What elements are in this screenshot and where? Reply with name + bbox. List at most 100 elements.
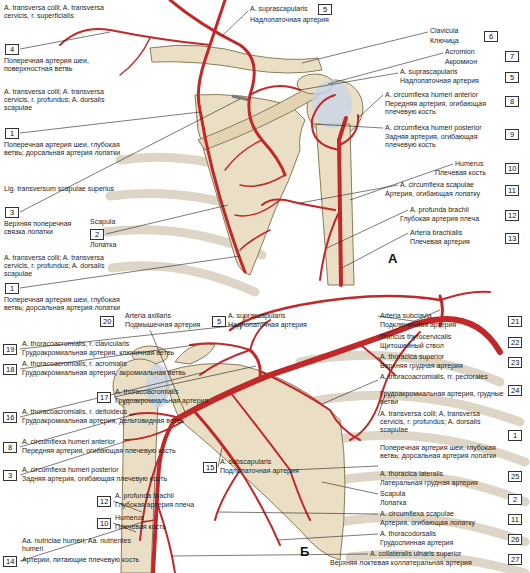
callout-number: 10: [508, 164, 516, 173]
callout-number: 7: [508, 52, 516, 61]
ligament: [232, 96, 250, 100]
callout-box: 11: [508, 514, 522, 525]
callout-box: 18: [3, 364, 17, 375]
callout-number: 3: [8, 208, 16, 217]
callout-box: 1: [5, 128, 19, 139]
callout-box: 4: [5, 44, 19, 55]
callout-number: 14: [6, 557, 14, 566]
part-label: Arteria axillaris: [125, 312, 205, 320]
part-label: Грудоакромиальная артерия, ключичная вет…: [22, 349, 212, 357]
callout-box: 11: [505, 185, 519, 196]
callout-number: 5: [321, 5, 329, 14]
leader-line: [172, 554, 368, 556]
artery: [120, 38, 150, 75]
callout-number: 19: [6, 345, 14, 354]
leader-line: [106, 205, 228, 234]
part-label: A. transversa colli; A. transversa cervi…: [380, 410, 505, 434]
part-label: Латеральная грудная артерия: [380, 479, 505, 487]
part-label: Поперечная артерия шеи, глубокая ветвь; …: [380, 444, 505, 460]
panel-letter: А: [388, 252, 408, 266]
part-label: A. suprascapularis: [228, 312, 318, 320]
artery: [262, 200, 335, 210]
part-label: Scapula: [90, 218, 130, 226]
part-label: Подключичная артерия: [380, 321, 505, 329]
part-label: A. thoracodorsalis: [380, 530, 505, 538]
leader-line: [358, 95, 383, 118]
artery: [190, 343, 250, 350]
artery: [250, 86, 300, 95]
part-label: Scapula: [380, 490, 505, 498]
part-label: Лопатка: [90, 241, 130, 249]
part-label: Грудоакромиальная артерия, акромиальная …: [22, 369, 212, 377]
bones-b: [113, 344, 345, 573]
part-label: Поперечная артерия шеи, глубокая ветвь; …: [4, 296, 122, 312]
part-label: Arteria brachialis: [410, 229, 504, 237]
part-label: A. suprascapularis: [250, 5, 316, 13]
part-label: A. circumflexa humeri posterior: [22, 466, 192, 474]
leader-line: [300, 73, 398, 90]
callout-box: 16: [3, 412, 17, 423]
artery: [240, 470, 280, 545]
rib: [112, 266, 255, 292]
part-label: A. transversa colli; A. transversa cervi…: [4, 4, 122, 20]
part-label: Arteria subclavia: [380, 312, 505, 320]
artery: [200, 350, 250, 375]
part-label: A. circumflexa humeri anterior: [22, 438, 212, 446]
artery: [240, 175, 285, 186]
part-label: A. circumflexa humeri posterior: [385, 124, 503, 132]
part-label: Плечевая кость: [115, 523, 195, 531]
callout-box: 25: [508, 471, 522, 482]
part-label: Поперечная артерия шеи, поверхностная ве…: [4, 57, 122, 73]
callout-number: 6: [487, 32, 495, 41]
part-label: A. thoracoacromialis, r. clavicularis: [22, 340, 212, 348]
leader-line: [327, 210, 408, 248]
artery: [198, 0, 245, 272]
callout-number: 24: [511, 386, 519, 395]
leader-line: [218, 512, 378, 514]
part-label: A. suprascapularis: [400, 68, 504, 76]
leader-line: [290, 466, 378, 470]
leader-line: [322, 380, 378, 404]
part-label: Щитошейный ствол: [380, 342, 505, 350]
scapula: [165, 364, 345, 560]
part-label: Грудоакромиальная артерия, дельтовидная …: [22, 417, 212, 425]
part-label: Aa. nutriciae humeri; Aa. nutrientes hum…: [22, 537, 132, 553]
artery: [230, 392, 310, 520]
part-label: Подлопаточная артерия: [220, 467, 315, 475]
part-label: Верхняя локтевая коллатеральная артерия: [330, 559, 505, 567]
part-label: A. subscapularis: [220, 458, 300, 466]
callout-box: 24: [508, 385, 522, 396]
callout-number: 27: [511, 555, 519, 564]
callout-box: 3: [5, 207, 19, 218]
callout-box: 21: [508, 316, 522, 327]
callout-box: 10: [505, 163, 519, 174]
leader-line: [313, 124, 383, 128]
callout-box: 5: [318, 4, 332, 15]
callout-number: 22: [511, 338, 519, 347]
part-label: Надлопаточная артерия: [400, 77, 504, 85]
part-label: Плечевая артерия: [410, 238, 504, 246]
part-label: Глубокая артерия плеча: [400, 215, 504, 223]
callout-number: 25: [511, 472, 519, 481]
callout-number: 8: [508, 97, 516, 106]
callout-number: 1: [8, 284, 16, 293]
callout-box: 12: [505, 210, 519, 221]
callout-box: 13: [505, 233, 519, 244]
callout-box: 23: [508, 357, 522, 368]
callout-box: 14: [3, 556, 17, 567]
rib: [340, 518, 525, 543]
callout-box: 20: [100, 316, 114, 327]
leader-line: [20, 112, 200, 133]
leader-line: [278, 534, 378, 540]
callout-number: 17: [100, 393, 108, 402]
part-label: A. transversa colli; A. transversa cervi…: [4, 88, 122, 112]
part-label: Надлопаточная артерия: [228, 321, 328, 329]
callout-box: 7: [505, 51, 519, 62]
artery: [340, 115, 358, 145]
part-label: Грудоспинная артерия: [380, 539, 505, 547]
callout-box: 1: [5, 283, 19, 294]
callout-number: 12: [508, 211, 516, 220]
artery: [240, 230, 270, 250]
part-label: A. profunda brachii: [115, 492, 215, 500]
leader-lines-b: [20, 310, 440, 561]
